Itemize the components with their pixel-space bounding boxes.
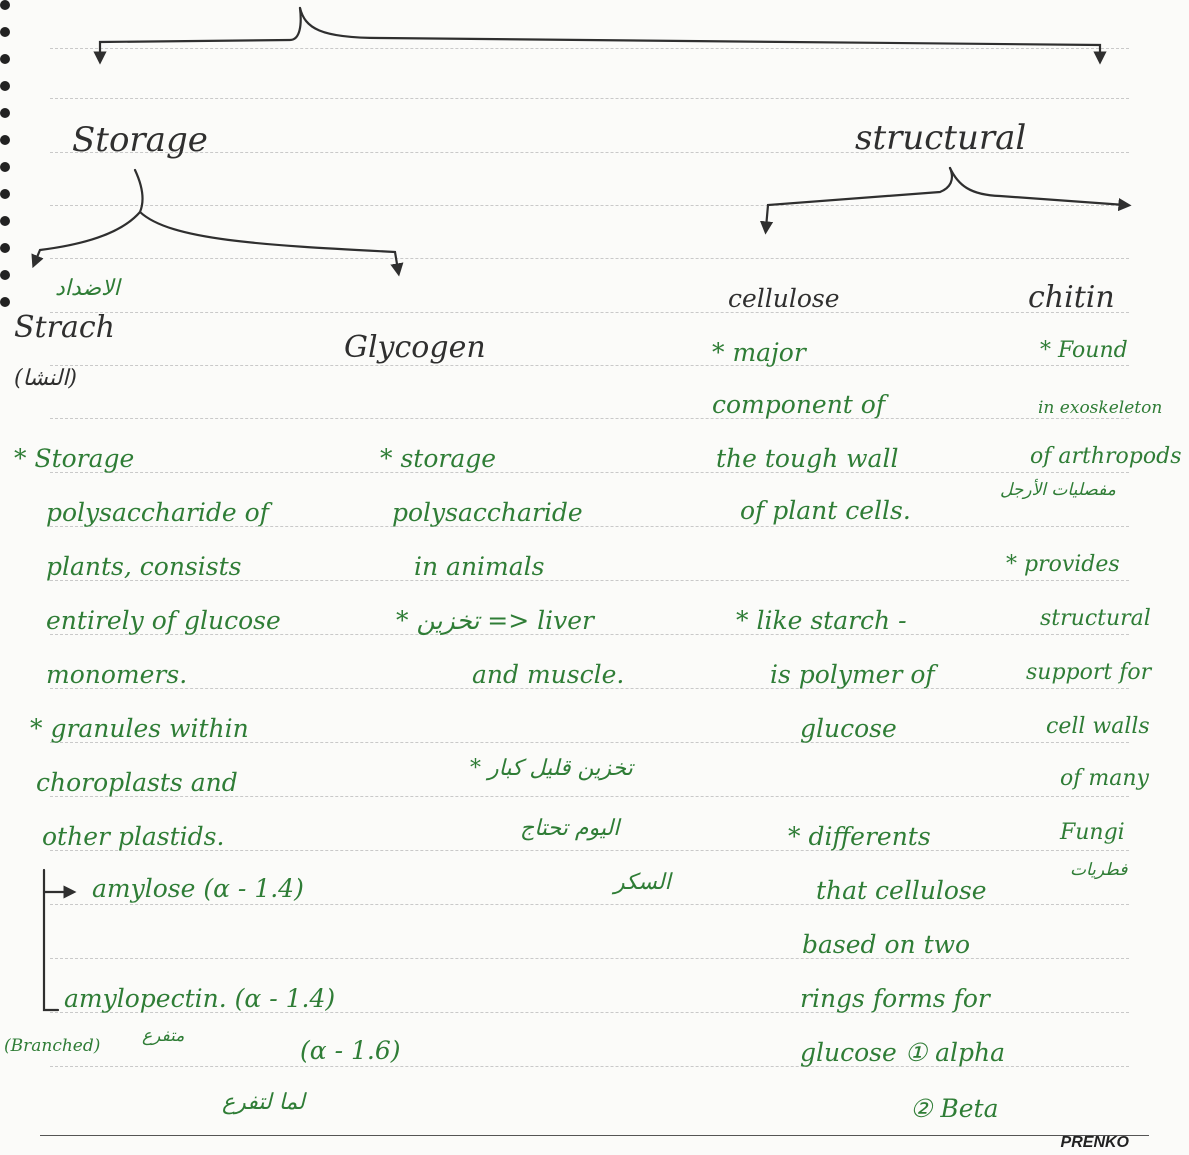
ruled-line bbox=[50, 1066, 1129, 1067]
starch-note: plants, consists bbox=[46, 552, 242, 581]
structural-heading: structural bbox=[855, 118, 1027, 158]
ruled-line bbox=[50, 580, 1129, 581]
glycogen-note: * storage bbox=[380, 444, 497, 473]
spiral-binding bbox=[0, 0, 12, 330]
chitin-title: chitin bbox=[1028, 280, 1115, 315]
ruled-line bbox=[50, 742, 1129, 743]
cellulose-note: * like starch - bbox=[736, 606, 907, 635]
starch-note: * granules within bbox=[30, 714, 249, 743]
starch-arabic-label: الاضداد bbox=[55, 276, 120, 301]
cellulose-title: cellulose bbox=[728, 284, 840, 313]
starch-note: * Storage bbox=[14, 444, 135, 473]
chitin-note: * provides bbox=[1006, 552, 1120, 577]
glycogen-title: Glycogen bbox=[344, 330, 486, 365]
chitin-note: of arthropods bbox=[1030, 444, 1182, 469]
chitin-note: cell walls bbox=[1046, 714, 1150, 739]
chitin-note: مفصليات الأرجل bbox=[1000, 480, 1116, 500]
cellulose-note: glucose bbox=[800, 714, 897, 743]
starch-note: entirely of glucose bbox=[46, 606, 281, 635]
cellulose-note: the tough wall bbox=[716, 444, 899, 473]
cellulose-note: of plant cells. bbox=[740, 496, 911, 525]
cellulose-note: based on two bbox=[802, 930, 971, 959]
ruled-line bbox=[50, 365, 1129, 366]
starch-note: monomers. bbox=[46, 660, 188, 689]
starch-note: other plastids. bbox=[42, 822, 225, 851]
starch-note: choroplasts and bbox=[36, 768, 238, 797]
ruled-line bbox=[50, 850, 1129, 851]
chitin-note: * Found bbox=[1040, 338, 1128, 363]
chitin-note: support for bbox=[1026, 660, 1152, 685]
ruled-line bbox=[50, 418, 1129, 419]
cellulose-note: glucose ① alpha bbox=[800, 1038, 1005, 1067]
notebook-brand: PRENKO bbox=[1060, 1134, 1129, 1151]
branch-arabic-note: لما لتفرع bbox=[222, 1090, 305, 1115]
glycogen-note: in animals bbox=[414, 552, 545, 581]
starch-arabic: (النشا) bbox=[14, 366, 77, 391]
chitin-note: فطريات bbox=[1070, 860, 1128, 880]
ruled-line bbox=[50, 796, 1129, 797]
branched-arabic: متفرع bbox=[142, 1026, 185, 1046]
ruled-line bbox=[50, 634, 1129, 635]
ruled-line bbox=[50, 48, 1129, 49]
cellulose-note: * major bbox=[712, 338, 806, 367]
cellulose-note: that cellulose bbox=[816, 876, 987, 905]
glycogen-note: and muscle. bbox=[472, 660, 625, 689]
glycogen-arabic: اليوم تحتاج bbox=[520, 816, 620, 841]
ruled-line bbox=[50, 688, 1129, 689]
starch-note: polysaccharide of bbox=[46, 498, 269, 527]
chitin-note: Fungi bbox=[1060, 820, 1125, 845]
branched-label: (Branched) bbox=[4, 1036, 101, 1056]
cellulose-note: rings forms for bbox=[800, 984, 990, 1013]
ruled-line bbox=[50, 958, 1129, 959]
ruled-line bbox=[50, 1012, 1129, 1013]
ruled-line bbox=[50, 526, 1129, 527]
cellulose-note: component of bbox=[712, 390, 886, 419]
cellulose-note: ② Beta bbox=[910, 1094, 999, 1123]
bottom-rule bbox=[40, 1135, 1149, 1136]
amylose-label: amylose (α - 1.4) bbox=[92, 874, 304, 903]
ruled-line bbox=[50, 152, 1129, 153]
amylopectin-label: amylopectin. (α - 1.4) bbox=[64, 984, 336, 1013]
glycogen-note: * تخزين => liver bbox=[396, 606, 594, 635]
ruled-line bbox=[50, 472, 1129, 473]
glycogen-arabic: السكر bbox=[614, 870, 671, 895]
glycogen-arabic: * تخزين قليل كبار bbox=[470, 756, 633, 781]
ruled-line bbox=[50, 258, 1129, 259]
starch-title: Strach bbox=[14, 310, 115, 345]
cellulose-note: is polymer of bbox=[770, 660, 935, 689]
ruled-line bbox=[50, 904, 1129, 905]
ruled-line bbox=[50, 98, 1129, 99]
glycogen-note: polysaccharide bbox=[392, 498, 583, 527]
chitin-note: of many bbox=[1060, 766, 1149, 791]
amylopectin-branch: (α - 1.6) bbox=[300, 1036, 401, 1065]
ruled-line bbox=[50, 205, 1129, 206]
cellulose-note: * differents bbox=[788, 822, 931, 851]
chitin-note: structural bbox=[1040, 606, 1151, 631]
storage-heading: Storage bbox=[72, 120, 208, 160]
chitin-note: in exoskeleton bbox=[1038, 398, 1163, 418]
ruled-line bbox=[50, 312, 1129, 313]
